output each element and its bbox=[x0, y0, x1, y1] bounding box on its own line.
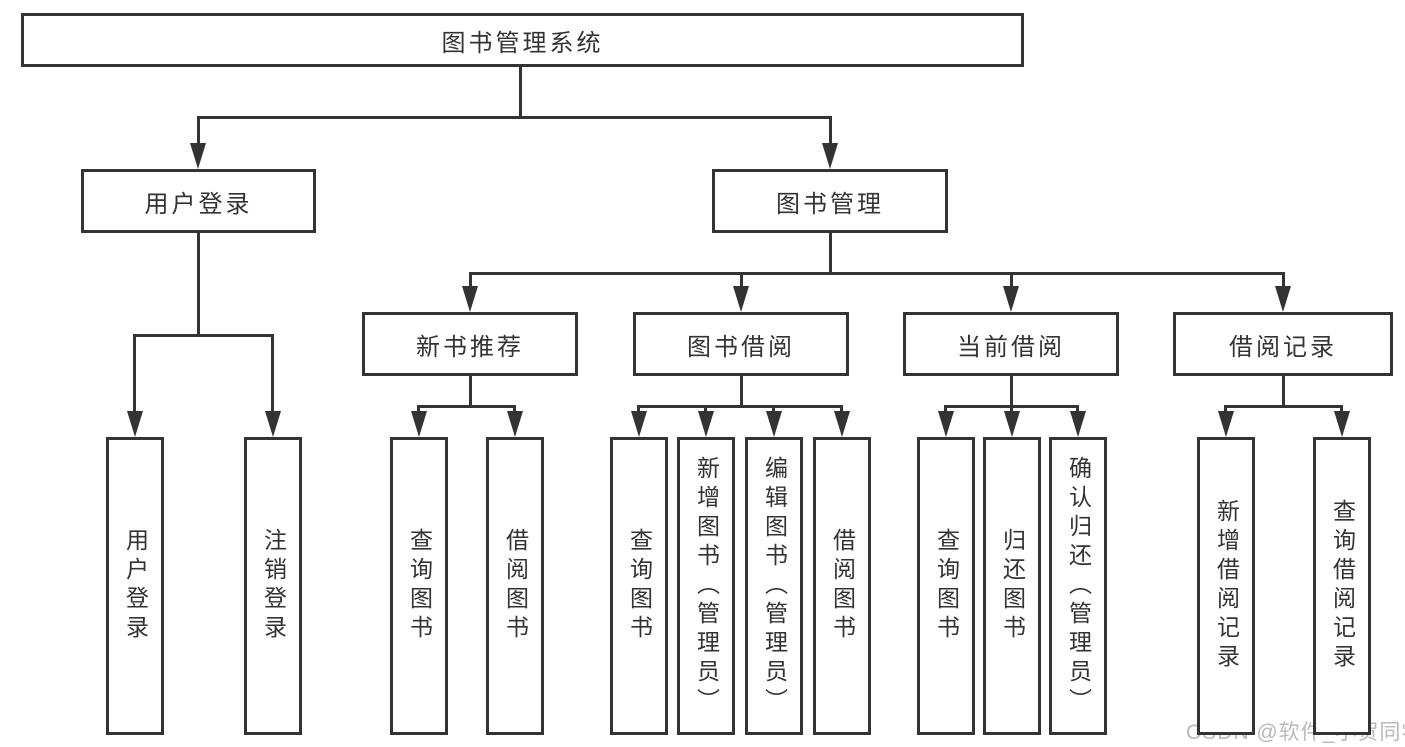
arrowhead-down-icon bbox=[1003, 286, 1019, 312]
node-leaf-add-books-admin: 新增图书（管理员） bbox=[677, 437, 735, 735]
node-leaf-query-borrow-record: 查询借阅记录 bbox=[1313, 437, 1371, 735]
node-leaf-query-books-borrow: 查询图书 bbox=[610, 437, 668, 735]
arrowhead-down-icon bbox=[1217, 411, 1234, 437]
connector-vline bbox=[468, 376, 472, 408]
node-book-management-group: 图书管理 bbox=[712, 169, 948, 233]
connector-hline bbox=[468, 271, 1285, 275]
arrowhead-down-icon bbox=[822, 143, 838, 169]
node-borrowing-records: 借阅记录 bbox=[1173, 312, 1393, 376]
arrowhead-down-icon bbox=[462, 286, 478, 312]
node-root-system: 图书管理系统 bbox=[21, 13, 1024, 67]
arrowhead-down-icon bbox=[630, 411, 647, 437]
arrowhead-down-icon bbox=[506, 411, 523, 437]
connector-hline bbox=[133, 333, 274, 337]
arrowhead-down-icon bbox=[1333, 411, 1350, 437]
node-leaf-user-login: 用户登录 bbox=[106, 437, 164, 735]
node-leaf-query-books-current: 查询图书 bbox=[917, 437, 975, 735]
connector-arrow-shaft bbox=[271, 335, 274, 425]
connector-arrow-shaft bbox=[196, 117, 200, 157]
arrowhead-down-icon bbox=[733, 286, 749, 312]
arrowhead-down-icon bbox=[190, 143, 206, 169]
node-leaf-query-books-recommend: 查询图书 bbox=[390, 437, 448, 735]
node-current-borrowing: 当前借阅 bbox=[903, 312, 1119, 376]
arrowhead-down-icon bbox=[937, 411, 954, 437]
arrowhead-down-icon bbox=[264, 411, 281, 437]
arrowhead-down-icon bbox=[1003, 411, 1020, 437]
node-leaf-borrow-books: 借阅图书 bbox=[813, 437, 871, 735]
arrowhead-down-icon bbox=[410, 411, 427, 437]
connector-vline bbox=[739, 376, 743, 408]
node-user-login-group: 用户登录 bbox=[81, 169, 316, 233]
connector-vline bbox=[1281, 376, 1285, 408]
node-leaf-edit-books-admin: 编辑图书（管理员） bbox=[745, 437, 803, 735]
node-leaf-add-borrow-record: 新增借阅记录 bbox=[1197, 437, 1255, 735]
arrowhead-down-icon bbox=[1275, 286, 1291, 312]
connector-vline bbox=[519, 67, 522, 118]
connector-vline bbox=[1009, 376, 1013, 408]
node-leaf-logout: 注销登录 bbox=[244, 437, 302, 735]
connector-vline bbox=[196, 233, 200, 337]
node-leaf-confirm-return-admin: 确认归还（管理员） bbox=[1049, 437, 1107, 735]
connector-hline bbox=[417, 404, 516, 408]
connector-hline bbox=[1224, 404, 1343, 408]
node-leaf-return-books: 归还图书 bbox=[983, 437, 1041, 735]
arrowhead-down-icon bbox=[697, 411, 714, 437]
node-book-borrowing: 图书借阅 bbox=[633, 312, 849, 376]
arrowhead-down-icon bbox=[833, 411, 850, 437]
connector-hline bbox=[196, 115, 832, 119]
node-new-book-recommend: 新书推荐 bbox=[362, 312, 578, 376]
connector-vline bbox=[828, 233, 832, 275]
connector-arrow-shaft bbox=[828, 117, 832, 157]
arrowhead-down-icon bbox=[126, 411, 143, 437]
connector-hline bbox=[637, 404, 843, 408]
arrowhead-down-icon bbox=[765, 411, 782, 437]
connector-arrow-shaft bbox=[133, 335, 136, 425]
node-leaf-borrow-books-recommend: 借阅图书 bbox=[486, 437, 544, 735]
arrowhead-down-icon bbox=[1069, 411, 1086, 437]
